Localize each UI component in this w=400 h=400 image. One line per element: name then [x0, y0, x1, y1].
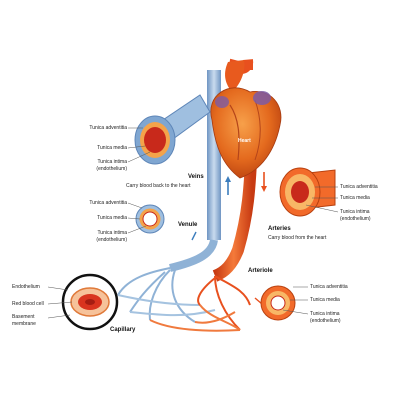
membrane-label: membrane [12, 321, 36, 327]
artery-cross-section [279, 167, 336, 217]
veins-description: Carry blood back to the heart [126, 183, 191, 189]
venule-media-label: Tunica media [97, 215, 127, 221]
vein-intima-label: Tunica intima [97, 159, 127, 165]
capillary-label: Capillary [110, 327, 136, 333]
arteries-title: Arteries [268, 226, 291, 232]
arteriole-intima-label: Tunica intima [310, 311, 340, 317]
leader-lines [47, 127, 339, 319]
venule-cross-section [135, 204, 165, 234]
capillary-endothelium-label: Endothelium [12, 284, 40, 290]
vein-cross-section [134, 94, 211, 165]
venule-label: Venule [178, 222, 198, 228]
venule-endothelium-label: (endothelium) [96, 237, 127, 243]
red-blood-cell-label: Red blood cell [12, 301, 44, 307]
artery-intima-label: Tunica intima [340, 209, 370, 215]
basement-label: Basement [12, 314, 35, 320]
venule-adventitia-label: Tunica adventitia [89, 200, 127, 206]
arteriole-cross-section [260, 285, 296, 321]
vein-endothelium-label: (endothelium) [96, 166, 127, 172]
arteriole-adventitia-label: Tunica adventitia [310, 284, 348, 290]
venule-intima-label: Tunica intima [97, 230, 127, 236]
capillary-bed [117, 267, 251, 332]
arteriole-label: Arteriole [248, 268, 273, 274]
arteriole-endothelium-label: (endothelium) [310, 318, 341, 324]
artery-endothelium-label: (endothelium) [340, 216, 371, 222]
artery-media-label: Tunica media [340, 195, 370, 201]
vein-adventitia-label: Tunica adventitia [89, 125, 127, 131]
artery-adventitia-label: Tunica adventitia [340, 184, 378, 190]
blood-flow-arrows [191, 172, 267, 305]
arteries-description: Carry blood from the heart [268, 235, 327, 241]
heart-label: Heart [238, 138, 251, 144]
veins-title: Veins [188, 174, 204, 180]
vein-media-label: Tunica media [97, 145, 127, 151]
heart-icon [210, 60, 282, 179]
arteriole-media-label: Tunica media [310, 297, 340, 303]
capillary-cross-section [61, 273, 119, 331]
